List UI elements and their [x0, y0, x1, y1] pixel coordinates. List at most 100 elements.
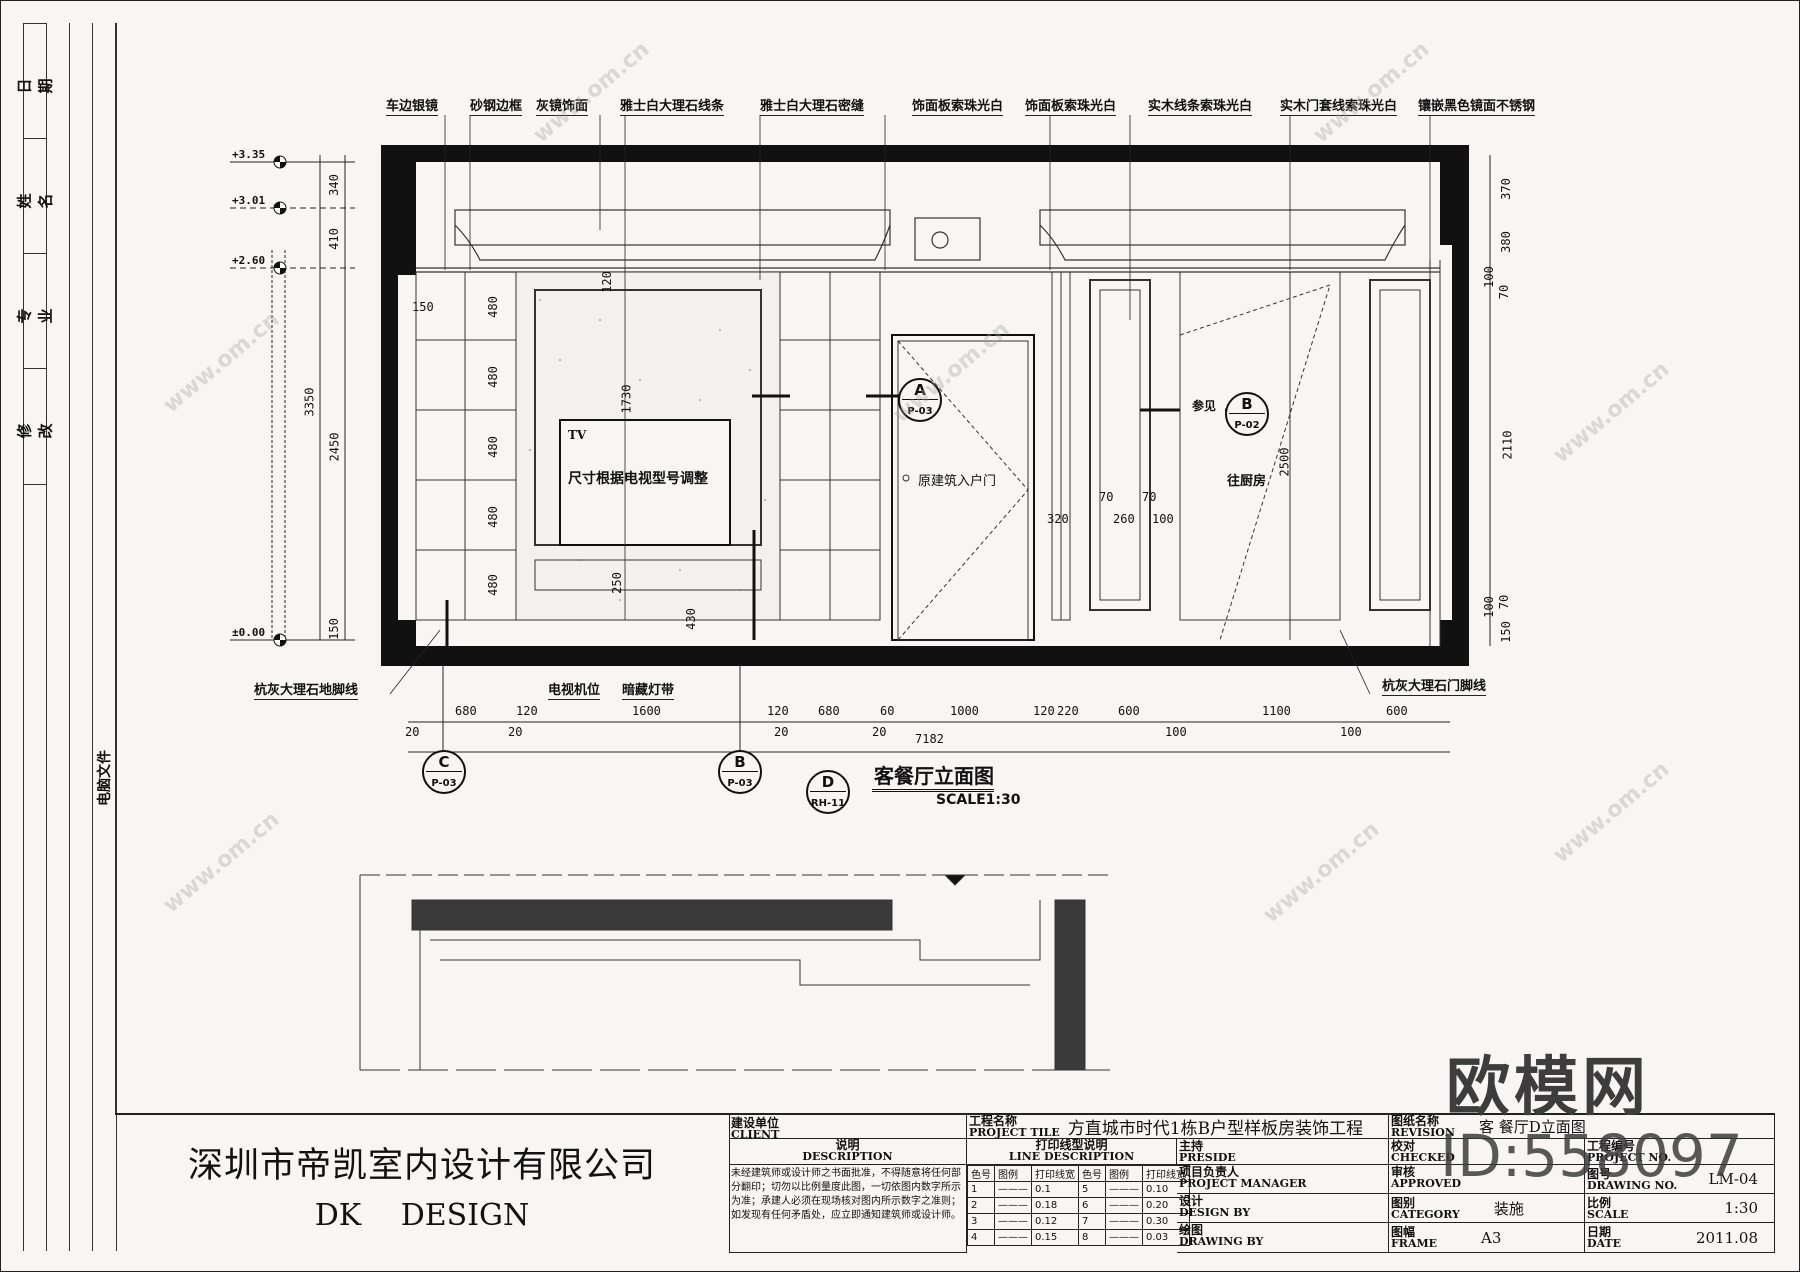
right-dim-100a: 100 [1481, 266, 1496, 288]
panel-dim-260: 260 [1113, 512, 1135, 526]
drawing-name-value: 客 餐厅D立面图 [1478, 1118, 1586, 1136]
company-name-cn: 深圳市帝凯室内设计有限公司 [187, 1146, 656, 1186]
entry-door-label: 原建筑入户门 [918, 474, 997, 489]
hdim-total-7182: 7182 [915, 732, 944, 746]
elevation-mark-000: ±0.00 [232, 626, 266, 639]
see-reference-label: 参见 [1192, 399, 1217, 413]
tv-dim-430: 430 [683, 608, 698, 630]
strip-discipline: 专 业 [16, 253, 55, 369]
dim-410: 410 [326, 228, 341, 250]
callout-marble-seam: 雅士白大理石密缝 [760, 95, 865, 116]
elevation-mark-260: +2.60 [232, 254, 266, 267]
strip-name: 姓 名 [16, 138, 55, 254]
tv-size-note: 尺寸根据电视型号调整 [568, 471, 708, 487]
dim-2450: 2450 [327, 432, 342, 462]
hdim-1100: 1100 [1262, 704, 1291, 718]
callout-right-skirting: 杭灰大理石门脚线 [1382, 675, 1487, 696]
callout-wood-strip: 实木线条索珠光白 [1148, 95, 1253, 116]
company-name-en: DK DESIGN [314, 1198, 530, 1233]
callout-bevel-silver-mirror: 车边银镜 [386, 95, 439, 116]
cabinet-dim-480-4: 480 [485, 506, 500, 528]
callout-grey-mirror: 灰镜饰面 [536, 95, 589, 116]
dim-340: 340 [326, 174, 341, 196]
strip-date: 日 期 [16, 23, 55, 139]
hdim-600b: 600 [1386, 704, 1408, 718]
dim-150: 150 [326, 618, 341, 640]
project-title: 方直城市时代1栋B户型样板房装饰工程 [1067, 1119, 1364, 1139]
hdim-120a: 120 [516, 704, 538, 718]
right-dim-150: 150 [1498, 621, 1513, 643]
callout-tv-position: 电视机位 [548, 679, 601, 700]
hdim-20c: 20 [774, 725, 789, 739]
right-dim-70b: 70 [1497, 594, 1512, 610]
door-dim-2500: 2500 [1277, 447, 1292, 477]
hdim-100a: 100 [1165, 725, 1187, 739]
callout-black-steel: 镶嵌黑色镜面不锈钢 [1418, 95, 1536, 116]
company-block: 深圳市帝凯室内设计有限公司 DK DESIGN [115, 1115, 730, 1253]
dim-3350: 3350 [302, 387, 317, 417]
drawing-scale: SCALE1:30 [936, 792, 1021, 808]
callout-door-casing: 实木门套线索珠光白 [1280, 95, 1398, 116]
hdim-1600: 1600 [632, 704, 661, 718]
panel-dim-70a: 70 [1099, 490, 1114, 504]
hdim-680b: 680 [818, 704, 840, 718]
cabinet-dim-480-3: 480 [485, 436, 500, 458]
cabinet-dim-480-2: 480 [485, 366, 500, 388]
right-dim-2110: 2110 [1500, 430, 1515, 460]
callout-veneer-pearl-1: 饰面板索珠光白 [912, 95, 1004, 116]
callout-hidden-light: 暗藏灯带 [622, 679, 675, 700]
hdim-680a: 680 [455, 704, 477, 718]
drawing-title: 客餐厅立面图 [872, 760, 994, 792]
hdim-220: 220 [1057, 704, 1079, 718]
hdim-600a: 600 [1118, 704, 1140, 718]
hdim-20d: 20 [872, 725, 887, 739]
right-dim-370: 370 [1498, 178, 1513, 200]
callout-veneer-pearl-2: 饰面板索珠光白 [1025, 95, 1117, 116]
panel-dim-320: 320 [1047, 512, 1069, 526]
panel-dim-100: 100 [1152, 512, 1174, 526]
right-dim-70a: 70 [1497, 284, 1512, 300]
tv-dim-250: 250 [609, 572, 624, 594]
hdim-120b: 120 [767, 704, 789, 718]
cabinet-dim-150: 150 [412, 300, 434, 314]
callout-left-skirting: 杭灰大理石地脚线 [254, 679, 359, 700]
hdim-20a: 20 [405, 725, 420, 739]
hdim-1000: 1000 [950, 704, 979, 718]
hdim-60: 60 [880, 704, 895, 718]
elevation-mark-335: +3.35 [232, 148, 266, 161]
elevation-mark-301: +3.01 [232, 194, 266, 207]
right-dim-380: 380 [1498, 231, 1513, 253]
tv-dim-1730: 1730 [619, 384, 634, 414]
hdim-20b: 20 [508, 725, 523, 739]
description-text: 未经建筑师或设计师之书面批准，不得随意将任何部分翻印；切勿以比例量度此图，一切依… [729, 1165, 967, 1253]
tv-dim-120: 120 [599, 271, 614, 293]
